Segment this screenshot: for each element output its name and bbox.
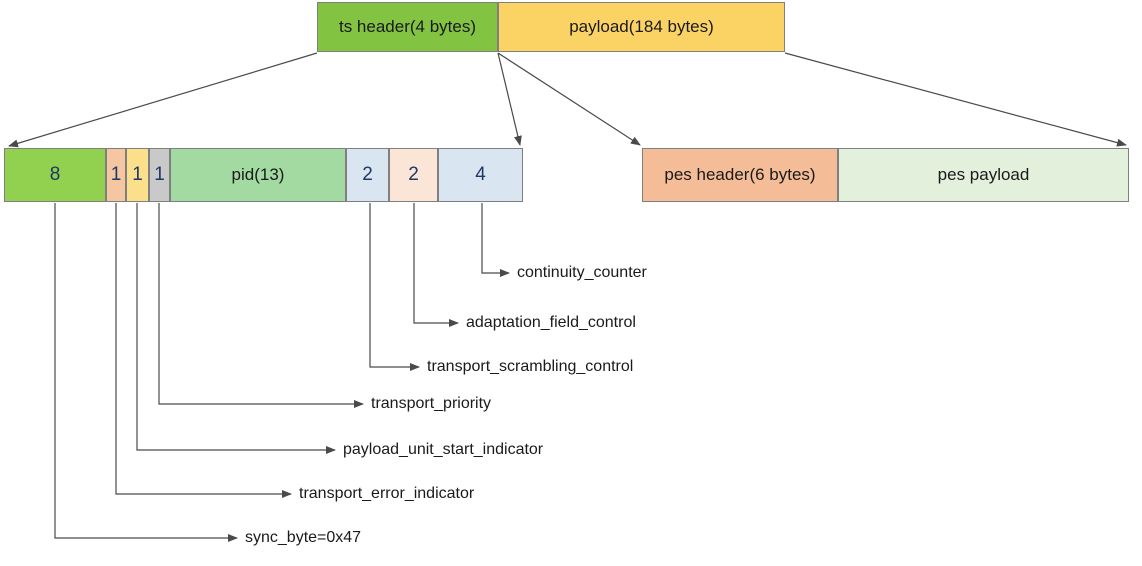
field-label-adaptation-field-control: adaptation_field_control <box>466 314 636 331</box>
connector-sync-byte-0x47 <box>54 203 238 542</box>
field-label-transport-scrambling-control: transport_scrambling_control <box>427 358 634 375</box>
field-label-sync-byte-0x47: sync_byte=0x47 <box>245 529 362 546</box>
fan-arrow-ts-header-to-fields-right <box>497 52 522 146</box>
ts-field-segment-pid13: pid(13) <box>170 148 346 202</box>
connector-transport-scrambling-control <box>369 203 420 371</box>
ts-field-segment-4: 4 <box>438 148 523 202</box>
connector-transport-error-indicator <box>115 203 292 498</box>
ts-field-segment-2: 2 <box>389 148 438 202</box>
fan-arrow-ts-header-to-fields-left <box>8 52 318 148</box>
payload-box: payload(184 bytes) <box>498 2 785 52</box>
connector-transport-priority <box>158 203 364 408</box>
field-label-continuity-counter: continuity_counter <box>517 264 647 281</box>
pes-payload-box: pes payload <box>838 148 1129 202</box>
pes-header-box: pes header(6 bytes) <box>642 148 838 202</box>
ts-field-segment-2: 2 <box>346 148 389 202</box>
ts-field-segment-1: 1 <box>126 148 149 202</box>
ts-field-segment-1: 1 <box>149 148 170 202</box>
field-label-transport-error-indicator: transport_error_indicator <box>299 485 475 502</box>
ts-field-segment-1: 1 <box>106 148 126 202</box>
field-label-payload-unit-start-indicator: payload_unit_start_indicator <box>343 441 544 458</box>
fan-arrow-payload-to-pes-left <box>497 52 641 146</box>
connector-continuity-counter <box>481 203 510 277</box>
connector-payload-unit-start-indicator <box>136 203 336 454</box>
ts-header-box: ts header(4 bytes) <box>317 2 498 52</box>
fan-arrow-payload-to-pes-right <box>784 52 1127 147</box>
connector-adaptation-field-control <box>413 203 459 327</box>
field-label-transport-priority: transport_priority <box>371 395 492 412</box>
ts-field-segment-8: 8 <box>4 148 106 202</box>
